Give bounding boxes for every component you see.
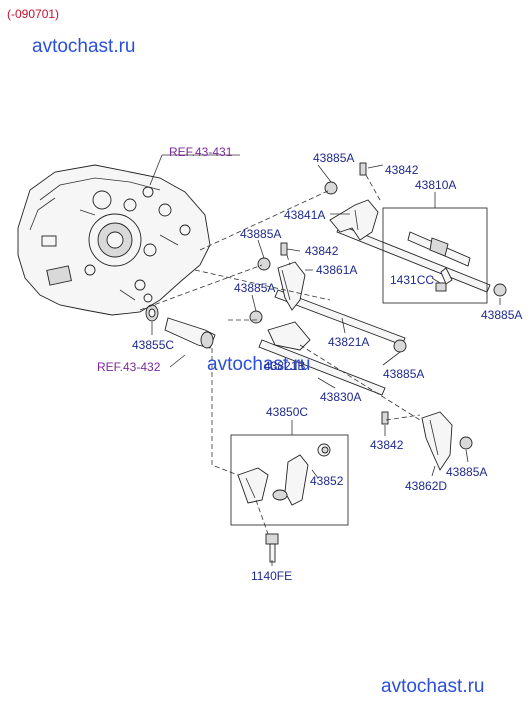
watermark-bottom: avtochast.ru — [381, 676, 485, 697]
part-label-43885A[interactable]: 43885A — [481, 308, 522, 322]
leader-lines — [139, 154, 501, 566]
oil-seal-sleeve-drawing — [145, 304, 216, 349]
assembly-box-43850C — [230, 434, 349, 526]
part-label-43810A[interactable]: 43810A — [415, 178, 456, 192]
part-label-43885A[interactable]: 43885A — [383, 367, 424, 381]
part-label-43885A[interactable]: 43885A — [446, 465, 487, 479]
part-label-43885A[interactable]: 43885A — [240, 227, 281, 241]
ref-link-43-432[interactable]: REF.43-432 — [97, 360, 161, 374]
part-label-43885A[interactable]: 43885A — [234, 281, 275, 295]
watermark-middle: avtochast.ru — [207, 354, 311, 375]
part-label-43855C[interactable]: 43855C — [132, 338, 174, 352]
part-label-1431CC[interactable]: 1431CC — [390, 273, 434, 287]
part-label-43841A[interactable]: 43841A — [284, 208, 325, 222]
watermark-top: avtochast.ru — [32, 36, 136, 57]
part-label-43842[interactable]: 43842 — [385, 163, 419, 177]
part-label-43821A[interactable]: 43821A — [328, 335, 369, 349]
shift-lever-assembly-drawing — [237, 443, 331, 563]
bushings-pins-drawing — [249, 162, 507, 450]
part-label-43842[interactable]: 43842 — [305, 244, 339, 258]
shift-forks-drawing — [267, 199, 471, 471]
part-label-43830A[interactable]: 43830A — [320, 390, 361, 404]
part-label-43850C[interactable]: 43850C — [266, 405, 308, 419]
ref-link-43-431[interactable]: REF.43-431 — [169, 145, 233, 159]
part-label-43885A[interactable]: 43885A — [313, 151, 354, 165]
transmission-case-drawing — [17, 164, 211, 316]
part-label-43842[interactable]: 43842 — [370, 438, 404, 452]
part-label-43861A[interactable]: 43861A — [316, 263, 357, 277]
part-label-1140FE[interactable]: 1140FE — [251, 569, 292, 583]
part-label-43821B[interactable]: 43821B — [264, 359, 305, 373]
revision-code: (-090701) — [7, 7, 59, 21]
part-label-43862D[interactable]: 43862D — [405, 479, 447, 493]
part-label-43852[interactable]: 43852 — [310, 474, 344, 488]
